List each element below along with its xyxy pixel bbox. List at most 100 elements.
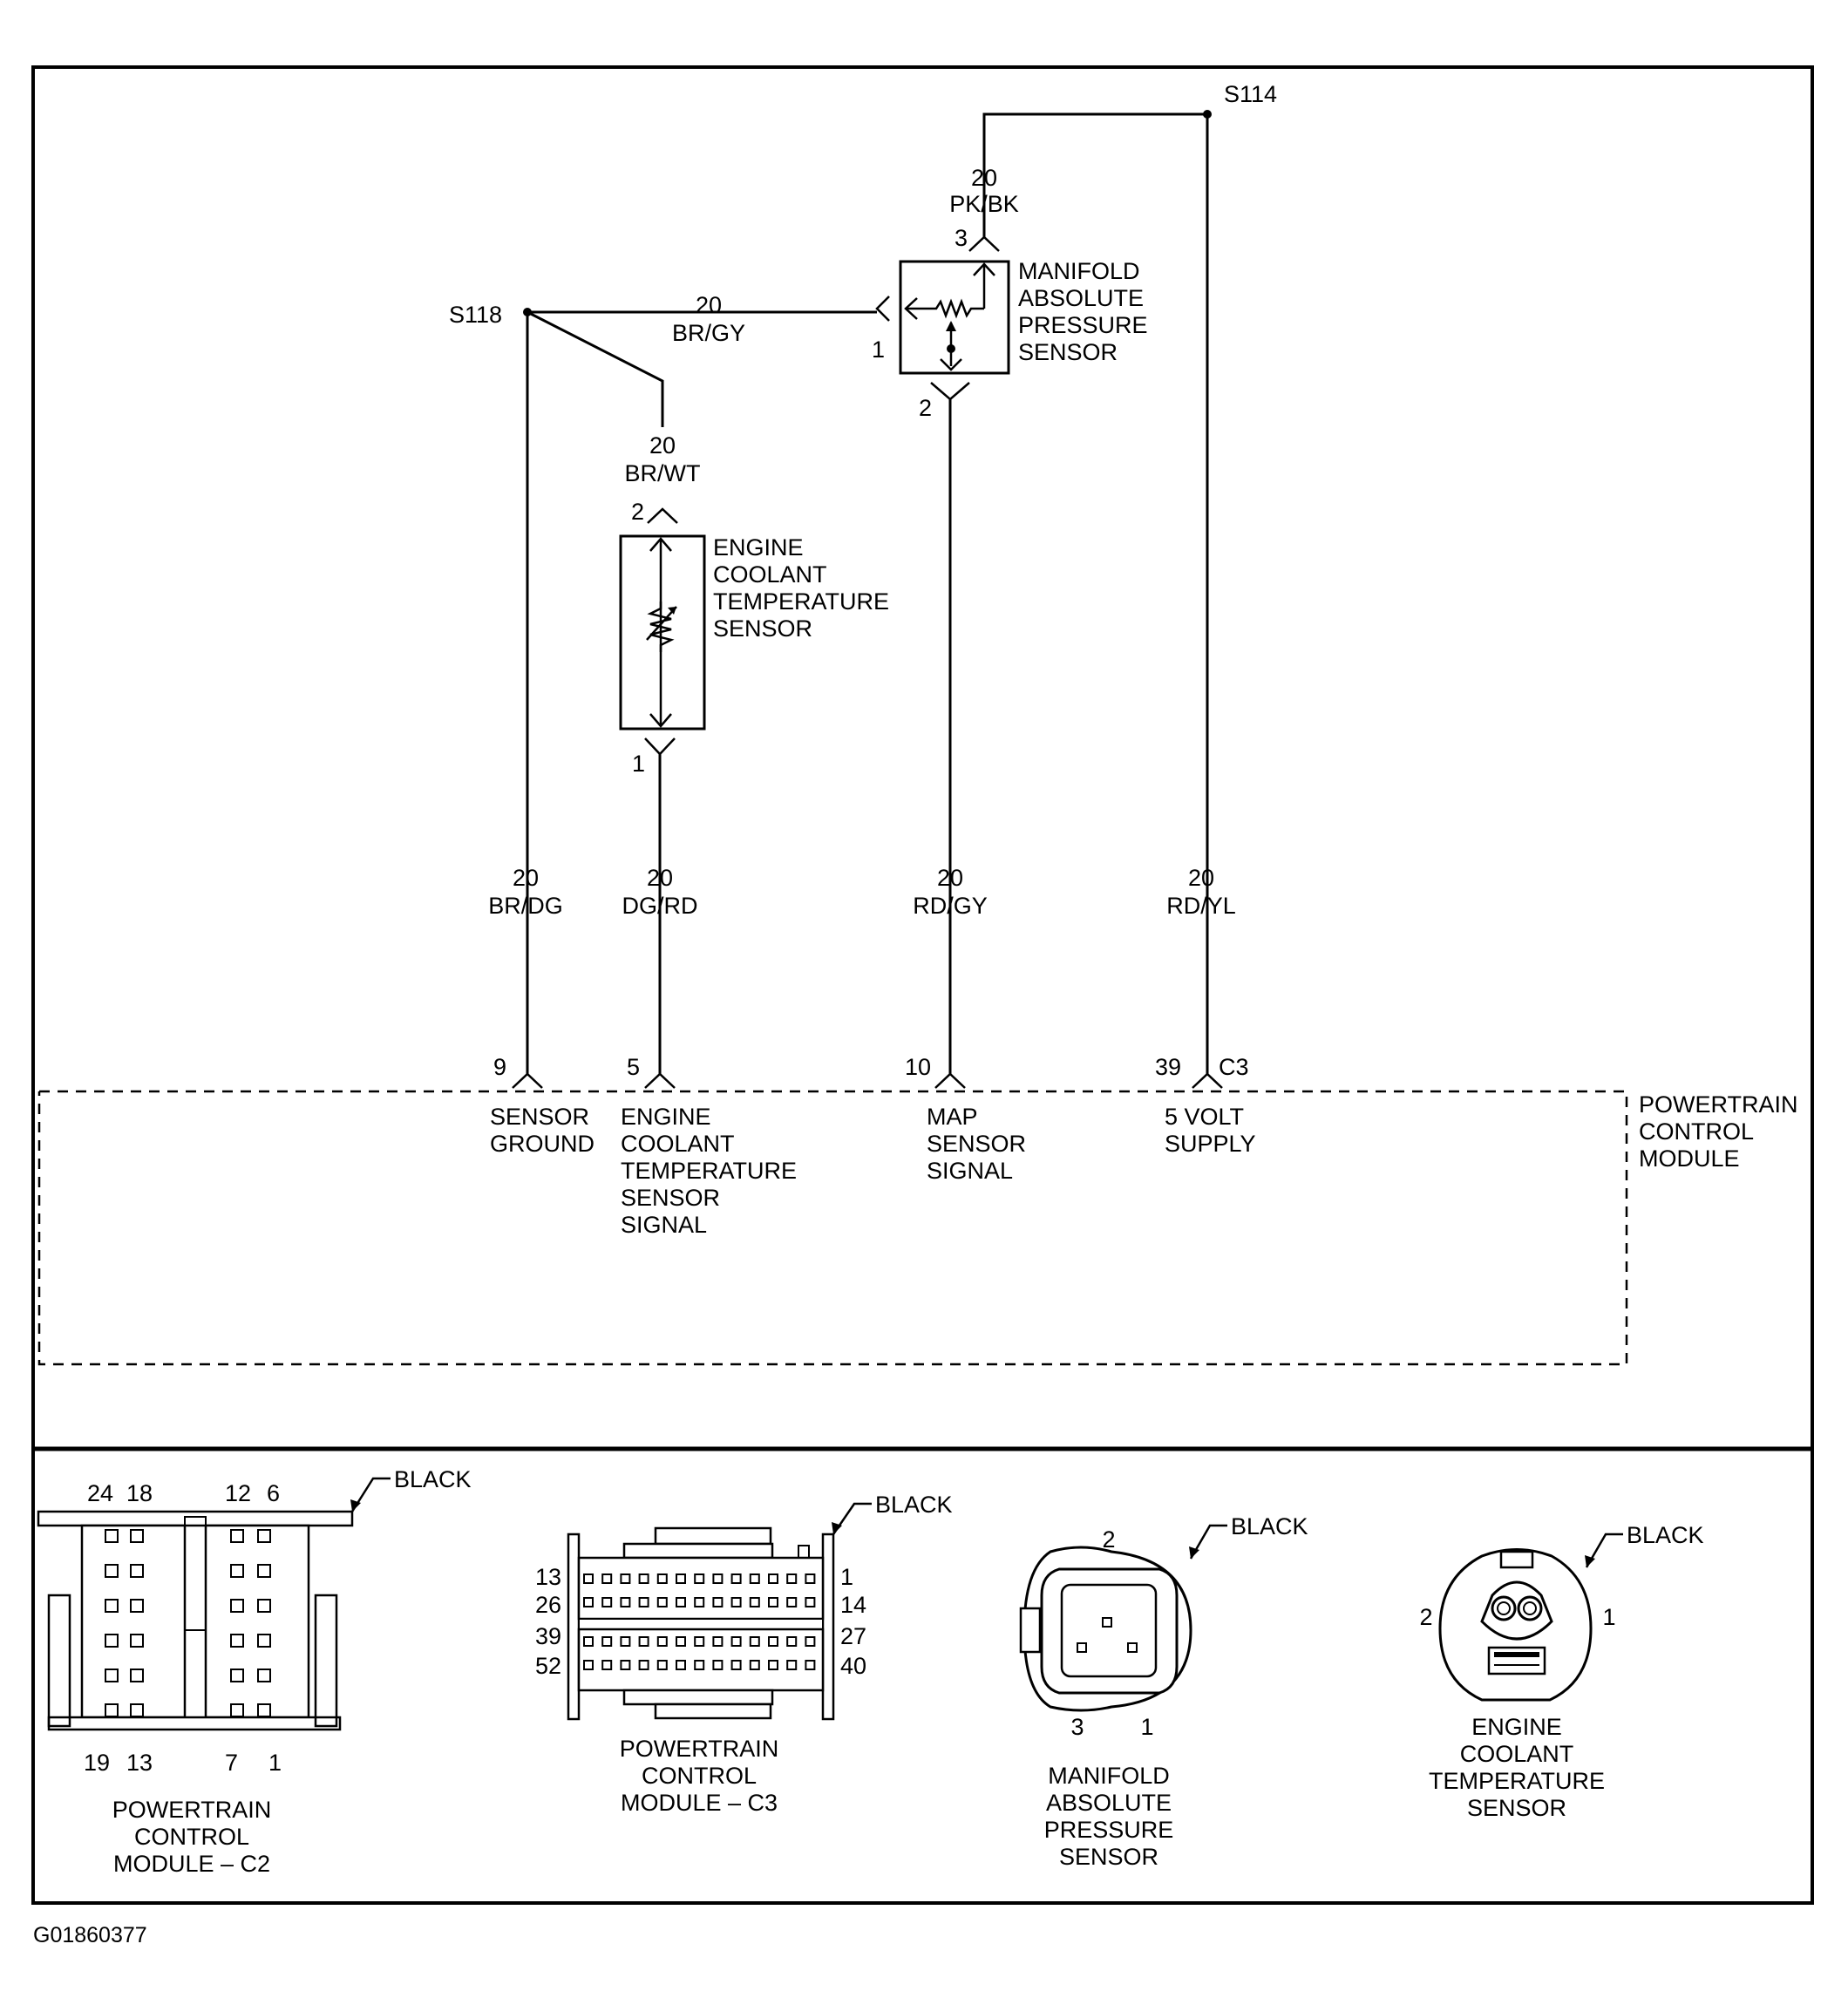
svg-text:SUPPLY: SUPPLY — [1165, 1131, 1256, 1157]
map-pin3-wire-color: PK/BK — [949, 191, 1019, 217]
c3-pin-cavity — [583, 1597, 594, 1607]
c2-pin-cavity — [130, 1564, 144, 1578]
connector-c3: 13 26 39 52 1 14 27 40 BLACK POWERTRAIN … — [535, 1492, 953, 1816]
c3-pin-cavity — [601, 1660, 613, 1670]
c3-pin-cavity — [620, 1573, 631, 1584]
map-pin2-terminal — [930, 382, 970, 401]
pcm-boundary — [37, 1090, 1628, 1366]
svg-text:MODULE – C2: MODULE – C2 — [113, 1851, 270, 1877]
c3-pin-cavity — [638, 1636, 649, 1647]
pcm-pin-terminals: 9 5 10 39 C3 — [493, 1054, 1249, 1089]
c2-pin-cavity — [257, 1529, 271, 1543]
svg-text:BR/DG: BR/DG — [488, 893, 563, 919]
c2-pin-cavity — [130, 1634, 144, 1648]
svg-text:39: 39 — [535, 1623, 561, 1649]
svg-text:1: 1 — [1140, 1714, 1153, 1740]
pcm-function-labels: SENSOR GROUND ENGINE COOLANT TEMPERATURE… — [490, 1104, 1256, 1238]
c3-pin-cavity — [656, 1573, 668, 1584]
svg-text:GROUND: GROUND — [490, 1131, 594, 1157]
ect-sensor-label: ENGINE COOLANT TEMPERATURE SENSOR — [713, 534, 889, 642]
svg-text:ABSOLUTE: ABSOLUTE — [1046, 1790, 1172, 1816]
c2-pin-cavity — [105, 1703, 119, 1717]
c2-pin-cavity — [130, 1669, 144, 1682]
connector-c2: 24 18 12 6 19 13 7 1 BLACK POWERTRAIN CO… — [37, 1466, 472, 1877]
map-pin3-wire-gauge: 20 — [971, 165, 997, 191]
svg-text:12: 12 — [225, 1480, 251, 1506]
svg-text:14: 14 — [840, 1592, 866, 1618]
c2-pin-cavity — [230, 1703, 244, 1717]
c3-pin-cavity — [638, 1597, 649, 1607]
c3-pin-cavity — [676, 1597, 686, 1607]
c3-pin-cavity — [730, 1636, 742, 1647]
svg-text:24: 24 — [87, 1480, 113, 1506]
c2-pin-cavity — [105, 1529, 119, 1543]
map-sensor-internal — [904, 262, 995, 371]
ect-pin2-number: 2 — [631, 499, 644, 525]
svg-text:POWERTRAIN: POWERTRAIN — [620, 1736, 779, 1762]
svg-text:MAP: MAP — [927, 1104, 978, 1130]
c3-pin-cavity — [749, 1573, 760, 1584]
c2-pin-cavity — [257, 1634, 271, 1648]
c3-pin-cavity — [786, 1597, 798, 1607]
svg-text:TEMPERATURE: TEMPERATURE — [621, 1158, 797, 1184]
c2-pin-cavity — [105, 1634, 119, 1648]
svg-text:18: 18 — [126, 1480, 153, 1506]
svg-text:COOLANT: COOLANT — [621, 1131, 735, 1157]
svg-text:SIGNAL: SIGNAL — [621, 1212, 707, 1238]
diagram-frame — [31, 65, 1814, 1905]
c3-pin-cavity — [805, 1573, 816, 1584]
pcm-pin-9: 9 — [493, 1054, 506, 1080]
svg-text:1: 1 — [1602, 1604, 1615, 1630]
splice-s118-label: S118 — [449, 302, 502, 328]
svg-text:COOLANT: COOLANT — [1460, 1741, 1574, 1767]
svg-text:20: 20 — [647, 865, 673, 891]
c3-pin-cavity — [749, 1597, 760, 1607]
svg-text:1: 1 — [840, 1564, 853, 1590]
svg-text:6: 6 — [267, 1480, 280, 1506]
wire-pk-bk — [982, 112, 1207, 237]
c2-pin-cavity — [105, 1669, 119, 1682]
ect-pin1-number: 1 — [632, 751, 645, 777]
c3-color: BLACK — [875, 1492, 953, 1518]
c3-pin-cavity — [712, 1636, 724, 1647]
svg-text:POWERTRAIN: POWERTRAIN — [112, 1797, 272, 1823]
c3-pin-cavity — [583, 1573, 594, 1584]
c3-pin-cavity — [676, 1660, 686, 1670]
c3-pin-cavity — [712, 1597, 724, 1607]
svg-text:20: 20 — [1188, 865, 1214, 891]
wire-br-wt — [527, 310, 664, 427]
c3-pin-cavity — [656, 1660, 668, 1670]
svg-text:SENSOR: SENSOR — [1018, 339, 1118, 365]
svg-text:CONTROL: CONTROL — [134, 1824, 249, 1850]
svg-text:POWERTRAIN: POWERTRAIN — [1639, 1091, 1798, 1118]
ect-sensor-internal — [646, 537, 677, 728]
c3-pin-cavity — [694, 1636, 705, 1647]
c3-pin-cavity — [656, 1597, 668, 1607]
map-pin1-wire-gauge: 20 — [696, 292, 722, 318]
svg-text:PRESSURE: PRESSURE — [1044, 1817, 1174, 1843]
c3-pin-cavity — [638, 1573, 649, 1584]
svg-text:MANIFOLD: MANIFOLD — [1048, 1763, 1170, 1789]
svg-text:40: 40 — [840, 1653, 866, 1679]
svg-text:ENGINE: ENGINE — [621, 1104, 711, 1130]
svg-text:19: 19 — [84, 1750, 110, 1776]
pcm-pin-5: 5 — [627, 1054, 640, 1080]
svg-text:ABSOLUTE: ABSOLUTE — [1018, 285, 1144, 311]
c3-pin-cavity — [583, 1660, 594, 1670]
c3-pin-cavity — [768, 1573, 778, 1584]
c3-pin-cavity — [805, 1597, 816, 1607]
c3-pin-cavity — [768, 1636, 778, 1647]
c3-pin-cavity — [712, 1573, 724, 1584]
c3-pin-cavity — [601, 1597, 613, 1607]
connector-map: 2 3 1 BLACK MANIFOLD ABSOLUTE PRESSURE S… — [1019, 1513, 1308, 1870]
svg-text:TEMPERATURE: TEMPERATURE — [713, 588, 889, 615]
connector-ect: 2 1 BLACK ENGINE COOLANT TEMPERATURE SEN… — [1419, 1522, 1703, 1821]
svg-text:RD/GY: RD/GY — [913, 893, 988, 919]
map-pin3-number: 3 — [955, 225, 968, 251]
c2-pin-cavity — [230, 1599, 244, 1613]
c3-pin-cavity — [620, 1660, 631, 1670]
c2-pin-cavity — [257, 1669, 271, 1682]
ect-pin2-terminal — [647, 507, 678, 524]
c3-pin-cavity — [694, 1660, 705, 1670]
